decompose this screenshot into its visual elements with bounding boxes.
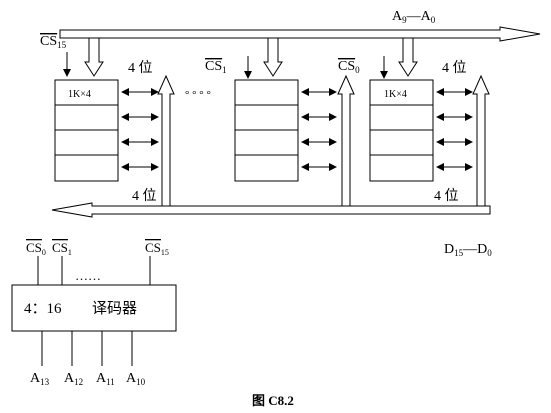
decoder-block [11,284,177,332]
decoder-output-ellipsis: …… [75,268,101,283]
chip15-cs-label: CS15 [40,34,67,50]
chip0-width-label: 4 位 [442,60,467,76]
decoder-output-cs15: CS15 [145,240,169,257]
figure-caption: 图 C8.2 [252,393,294,408]
chip0-size-label: 1K×4 [384,89,407,100]
chip15-size-label: 1K×4 [68,89,91,100]
decoder-output-cs1: CS1 [52,240,72,257]
decoder-output-cs0: CS0 [26,240,46,257]
address-bus [59,26,541,42]
address-drop-arrow-chip15 [84,37,104,77]
data-riser-chip1 [337,74,355,211]
decoder-ratio-label: 4：16 [24,301,62,317]
decoder-name-label: 译码器 [92,300,137,317]
chip1-data-lines [301,88,337,171]
memory-chip-1 [234,79,299,182]
chip0-cs-label: CS0 [338,59,360,75]
address-drop-arrow-chip0 [398,37,418,77]
decoder-input-a13: A13 [30,371,50,387]
bus-width-label-right: 4 位 [434,188,459,204]
chip15-data-lines [121,88,159,171]
address-drop-arrow-chip1 [263,37,283,77]
decoder-input-lines [41,331,133,366]
data-bus-label: D15—D0 [444,242,492,258]
memory-chip-15: 1K×4 [54,79,119,182]
address-bus-label: A9—A0 [392,9,436,25]
bus-width-label-left: 4 位 [132,188,157,204]
memory-chip-0: 1K×4 [369,79,434,182]
chip0-data-lines [436,88,473,171]
data-riser-chip0 [472,74,490,211]
decoder-input-a10: A10 [126,371,146,387]
chips-ellipsis: ° ° ° ° [185,89,211,101]
decoder-input-a12: A12 [64,371,83,387]
data-bus [51,202,491,218]
chip15-width-label: 4 位 [128,60,153,76]
chip1-cs-label: CS1 [205,59,227,75]
decoder-input-a11: A11 [96,371,115,387]
data-riser-chip15 [157,74,175,211]
decoder-output-lines [37,256,151,285]
